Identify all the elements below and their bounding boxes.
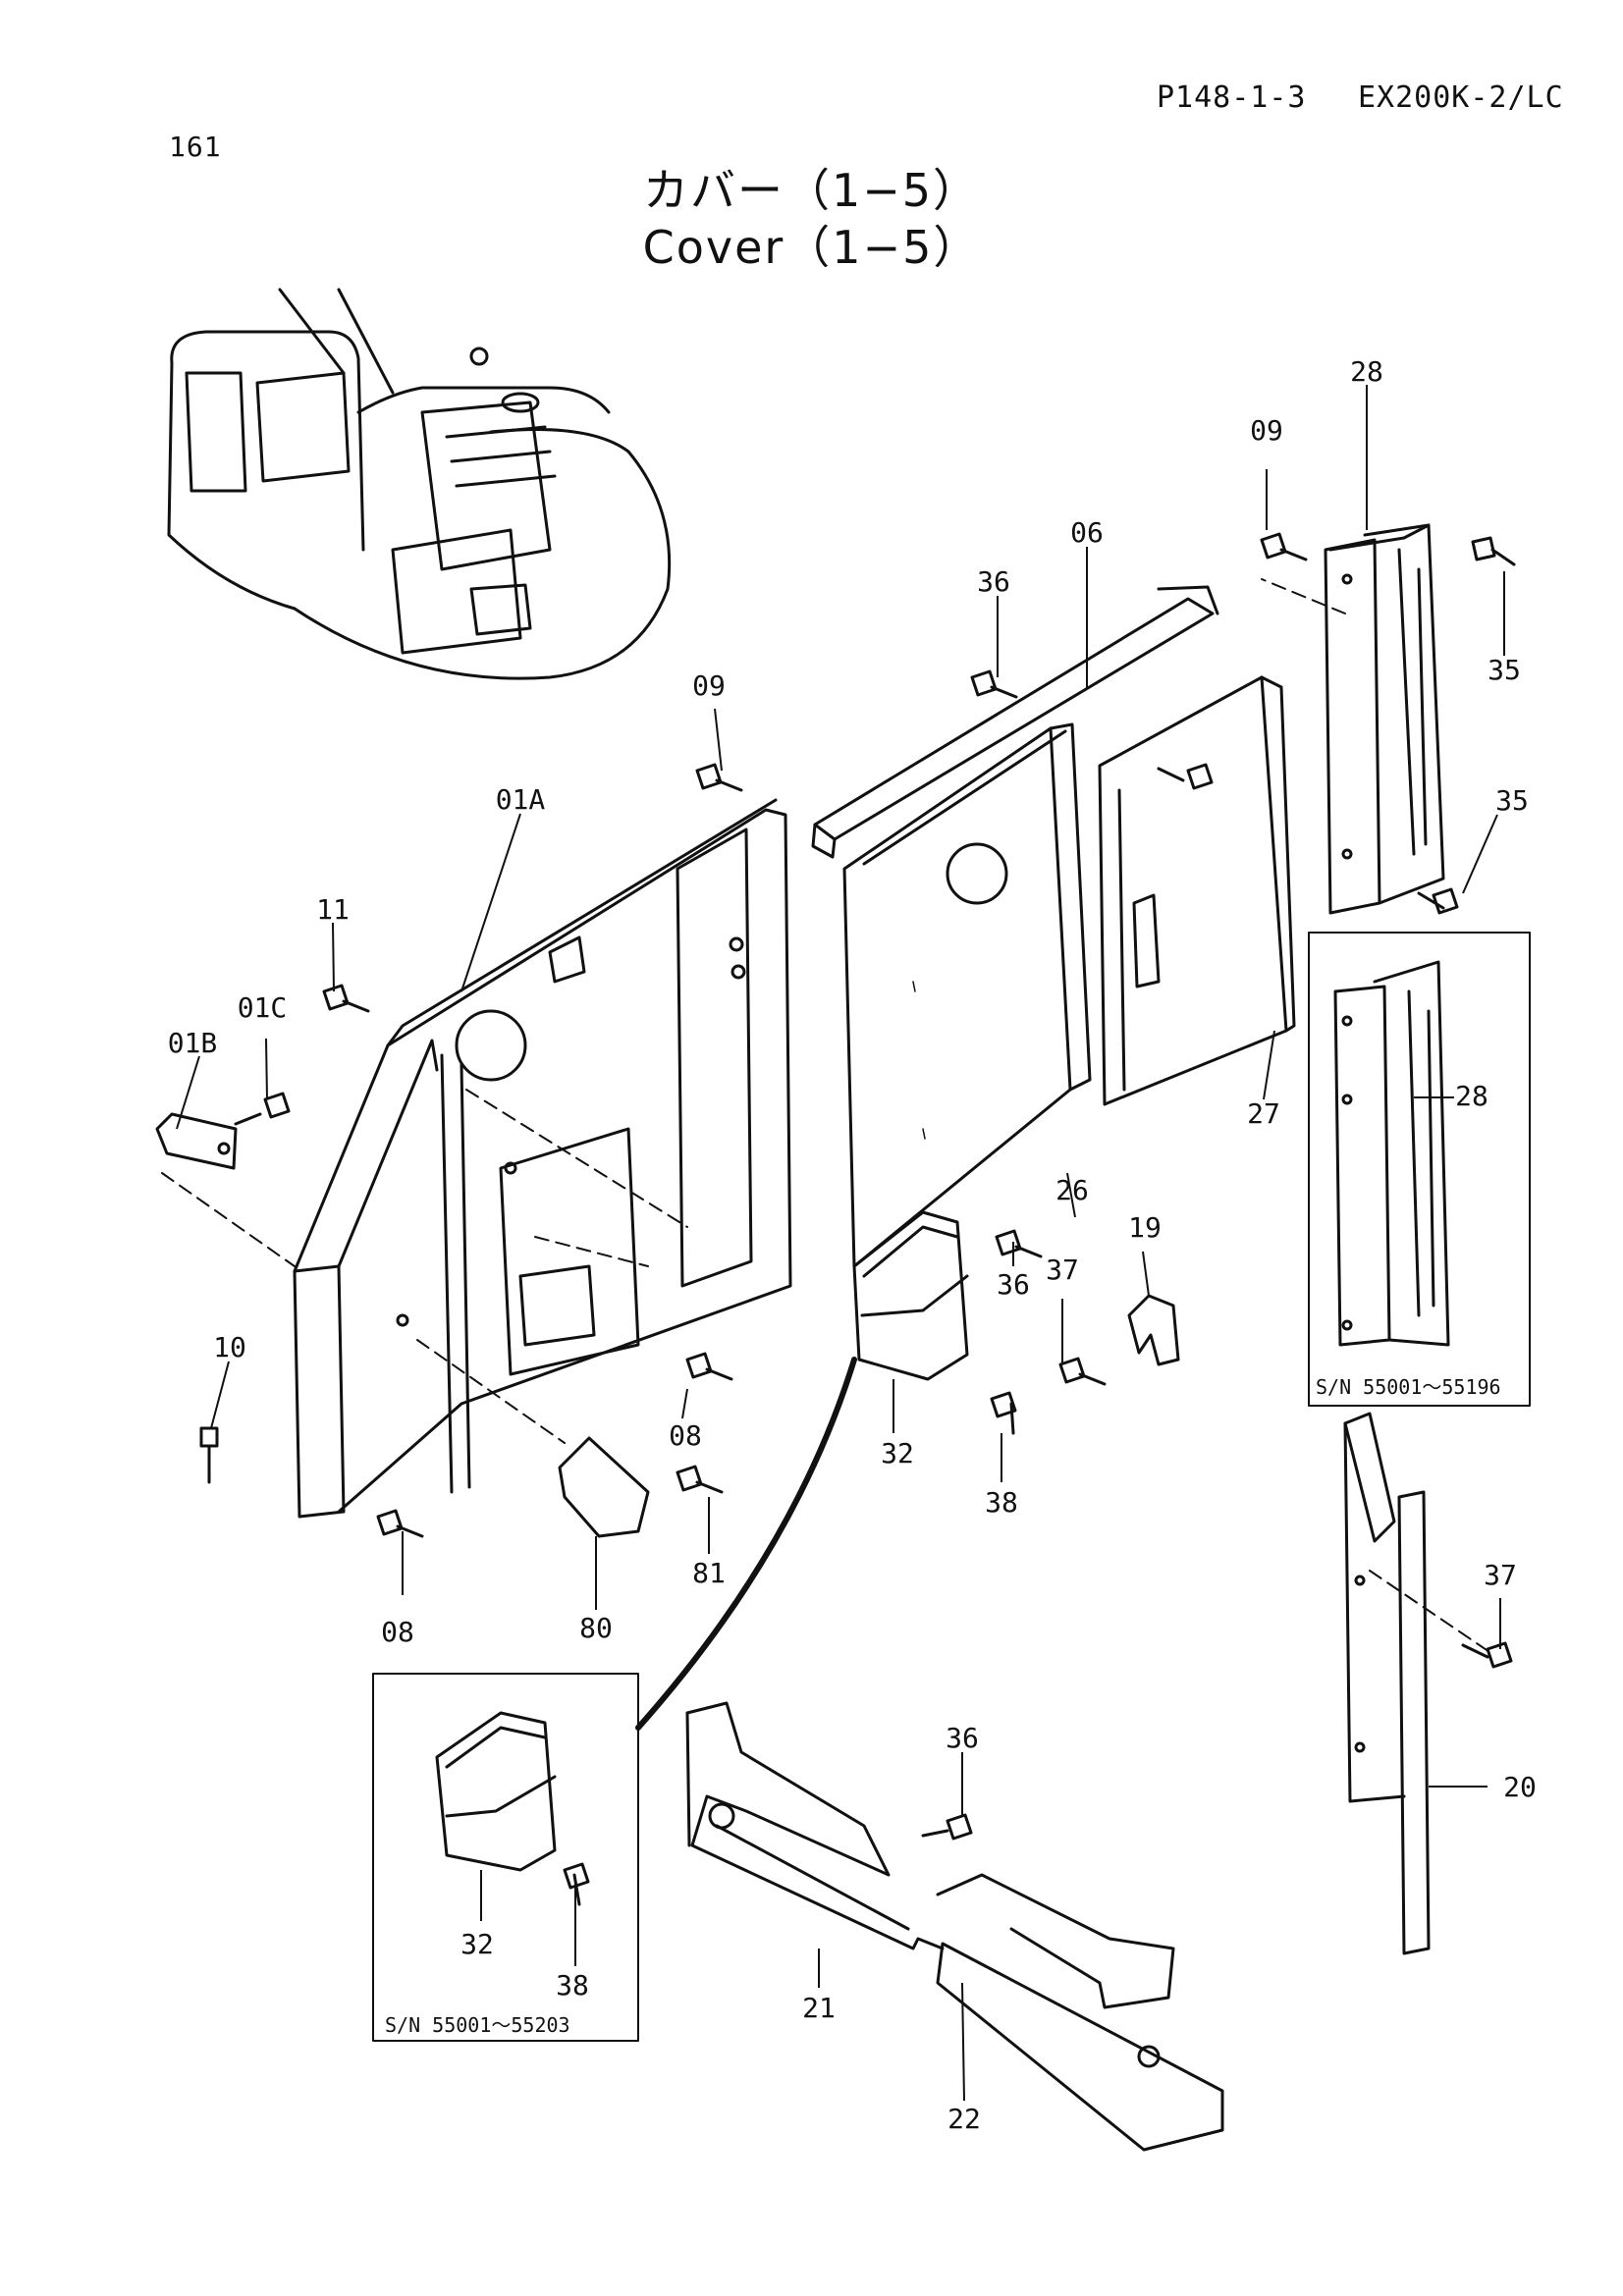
serial-inset-upper: [1308, 932, 1531, 1407]
title-en: Cover（1−5）: [642, 221, 981, 274]
excavator-thumbnail: [167, 288, 672, 680]
part-21-bracket: [685, 1701, 945, 1950]
callout-06: 06: [1070, 516, 1104, 549]
callout-28-inset: 28: [1455, 1080, 1488, 1112]
serial-note-lower: S/N 55001～55203: [385, 2013, 570, 2037]
part-19-latch: [1127, 1294, 1180, 1366]
callout-09-left: 09: [692, 669, 726, 702]
part-32-inset: [435, 1711, 557, 1872]
doc-code: P148-1-3: [1157, 80, 1307, 115]
callout-10: 10: [213, 1331, 246, 1363]
callout-35-upper: 35: [1488, 654, 1521, 686]
part-22-bracket: [936, 1873, 1224, 2152]
callout-01a: 01A: [496, 783, 546, 816]
callout-36-top: 36: [977, 565, 1010, 598]
callout-01b: 01B: [168, 1027, 218, 1059]
model-code: EX200K-2/LC: [1358, 80, 1564, 115]
callout-36-lower: 36: [946, 1722, 979, 1754]
page-number: 161: [169, 131, 222, 163]
callout-38-inset: 38: [556, 1969, 589, 2002]
serial-inset-lower: [372, 1673, 639, 2042]
callout-01c: 01C: [238, 991, 288, 1024]
part-28-side-rail: [1324, 523, 1445, 915]
callout-20: 20: [1503, 1771, 1537, 1803]
callout-32-inset: 32: [460, 1928, 494, 1960]
part-01b-bracket: [155, 1112, 238, 1170]
title-jp: カバー（1−5）: [642, 164, 981, 217]
callout-08-left: 08: [381, 1616, 414, 1648]
callout-19: 19: [1128, 1211, 1162, 1244]
assembly-lines: [161, 578, 1493, 1655]
callout-35-lower: 35: [1495, 784, 1529, 817]
part-28-inset: [1333, 960, 1450, 1347]
callout-09-right: 09: [1250, 414, 1283, 447]
callout-37-lower: 37: [1484, 1559, 1517, 1591]
part-01a-frame: [293, 798, 792, 1519]
callout-38-upper: 38: [985, 1486, 1018, 1519]
part-26-cover-panel: [842, 722, 1092, 1268]
callout-08-center: 08: [669, 1419, 702, 1452]
callout-21: 21: [802, 1992, 836, 2024]
callout-80: 80: [579, 1612, 613, 1644]
part-06-stay: [811, 585, 1219, 859]
fasteners: [199, 532, 1516, 1906]
callout-81: 81: [692, 1557, 726, 1589]
callout-26: 26: [1055, 1174, 1089, 1206]
part-32-guard: [852, 1210, 969, 1381]
callout-27: 27: [1247, 1097, 1280, 1130]
callout-32-upper: 32: [881, 1437, 914, 1469]
part-27-cover-panel: [1098, 675, 1296, 1106]
serial-note-upper: S/N 55001～55196: [1316, 1375, 1501, 1399]
part-20-side-rail: [1343, 1412, 1431, 1955]
part-80-guard: [558, 1436, 650, 1538]
callout-37-upper: 37: [1046, 1254, 1079, 1286]
callout-22: 22: [947, 2103, 981, 2135]
callout-28-upper: 28: [1350, 355, 1383, 388]
callout-11: 11: [316, 893, 350, 926]
callout-36-mid: 36: [997, 1268, 1030, 1301]
